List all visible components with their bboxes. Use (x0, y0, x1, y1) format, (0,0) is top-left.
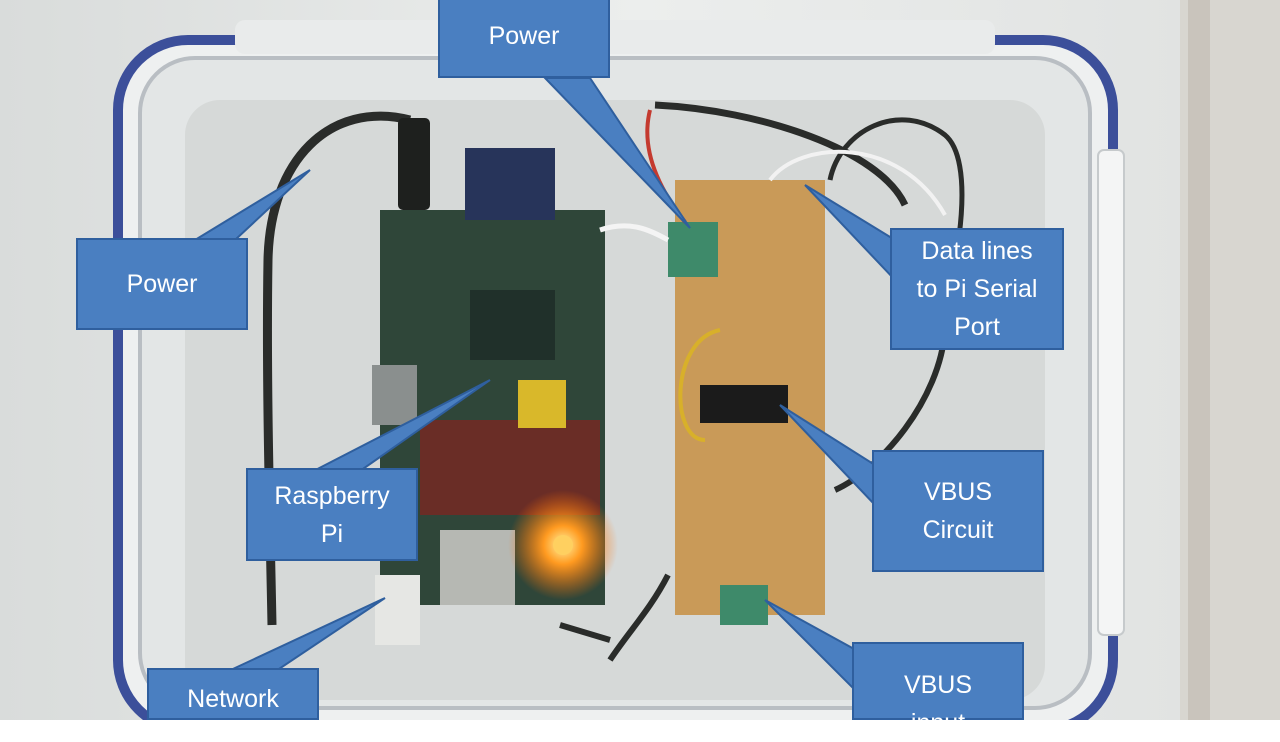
pointer-power-top (542, 77, 691, 229)
ethernet-port (440, 530, 515, 605)
power-wire-white (599, 223, 670, 243)
callout-network: Network (147, 668, 319, 720)
yellow-loop-wire (678, 328, 721, 442)
door-frame-edge (1188, 0, 1210, 720)
callout-raspberry-pi: Raspberry Pi (246, 468, 418, 561)
black-wire-stub-2 (559, 622, 611, 643)
callout-data-lines-line-3: Port (954, 313, 1000, 341)
callout-vbus-circuit: VBUS Circuit (872, 450, 1044, 572)
usb-ports (372, 365, 417, 425)
callout-power-top: Power (438, 0, 610, 78)
led (553, 535, 573, 555)
callout-data-lines-line-1: Data lines (921, 237, 1033, 265)
audio-jack (518, 380, 566, 428)
vbus-input-terminal (720, 585, 768, 625)
callout-vbus-circuit-line-2: Circuit (922, 516, 994, 544)
data-wire-black (654, 101, 909, 207)
callout-raspberry-pi-line-1: Raspberry (274, 481, 390, 510)
data-wire-white (768, 149, 947, 216)
callout-data-lines: Data lines to Pi Serial Port (890, 228, 1064, 350)
pi-chip (470, 290, 555, 360)
callout-network-label: Network (187, 685, 279, 713)
vbus-ic-chip (700, 385, 788, 423)
box-top-tab (235, 20, 995, 54)
callout-vbus-circuit-line-1: VBUS (923, 478, 993, 506)
power-plug (398, 118, 430, 210)
callout-vbus-input-line-2: input (910, 709, 966, 737)
box-inner (185, 100, 1045, 700)
callout-vbus-input: VBUS input (852, 642, 1024, 737)
callout-vbus-input-line-1: VBUS (903, 671, 973, 699)
black-wire-stub (607, 573, 671, 662)
callout-data-lines-line-2: to Pi Serial (916, 275, 1038, 303)
sd-card-slot (465, 148, 555, 220)
callout-power-top-label: Power (488, 22, 560, 50)
callout-power-left-label: Power (126, 270, 198, 298)
callout-power-left: Power (76, 238, 248, 330)
power-terminal (668, 222, 718, 277)
box-clip (1097, 149, 1125, 636)
network-cable-plug (375, 575, 420, 645)
callout-raspberry-pi-line-2: Pi (320, 519, 344, 548)
photo-scene (0, 0, 1280, 720)
